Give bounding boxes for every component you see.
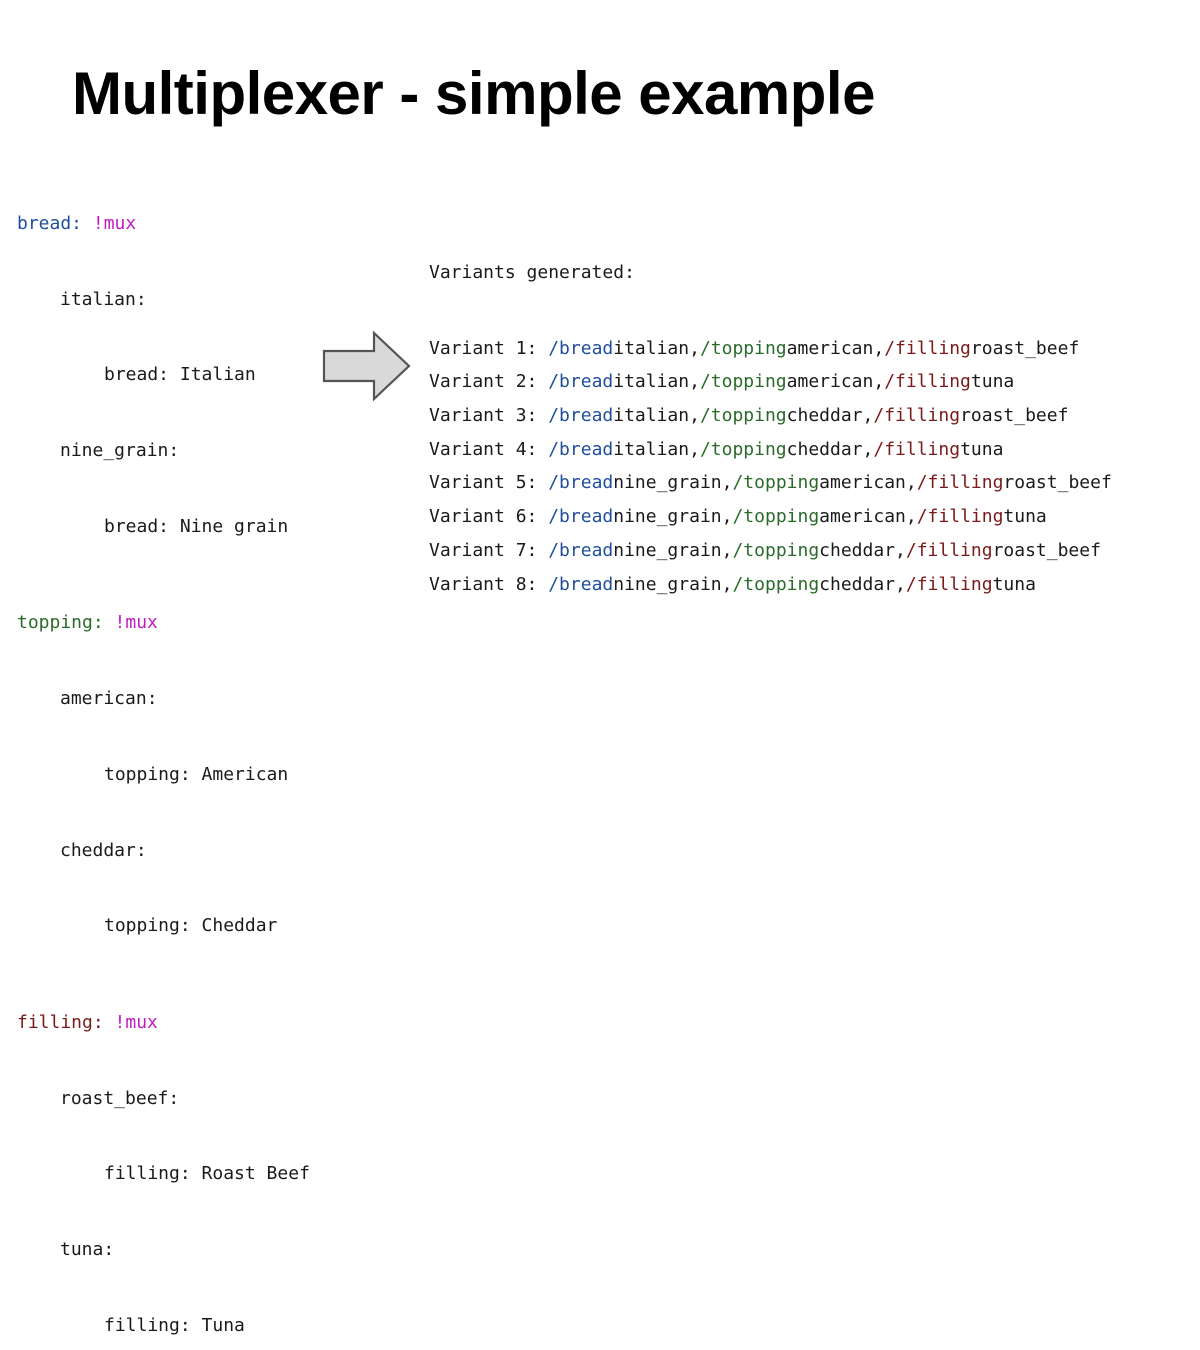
variants-heading: Variants generated: [429, 262, 635, 283]
yaml-bread-key: bread: [17, 213, 83, 234]
variant-bread-value: nine_grain [613, 506, 722, 528]
variant-filling-value: roast_beef [992, 539, 1101, 561]
variant-filling-value: roast_beef [960, 405, 1069, 427]
yaml-filling-mux-tag: !mux [114, 1011, 158, 1033]
yaml-option-name: nine_grain: [60, 440, 180, 462]
variant-bread-value: italian [613, 405, 690, 427]
variant-topping-value: cheddar [819, 573, 896, 595]
yaml-option-value: bread: Nine grain [104, 515, 289, 537]
yaml-option-value: filling: Roast Beef [104, 1163, 310, 1185]
variant-label: Variant 8: [429, 573, 538, 595]
variant-label: Variant 1: [429, 337, 538, 359]
yaml-filling-key-line: filling: !mux [17, 1009, 310, 1043]
variant-topping-value: american [819, 472, 906, 494]
variant-filling-value: roast_beef [970, 337, 1080, 359]
yaml-option-value: bread: Italian [104, 364, 256, 386]
variant-filling-value: tuna [1003, 506, 1047, 528]
variant-topping-value: american [819, 506, 906, 528]
variant-label: Variant 5: [429, 472, 538, 494]
right-arrow-shape [322, 330, 411, 402]
variant-bread-path: /bread [548, 573, 614, 595]
variant-filling-path: /filling [905, 539, 993, 561]
yaml-option-name: roast_beef: [60, 1087, 180, 1109]
variant-row: Variant 7: /breadnine_grain,/toppingched… [429, 539, 1101, 561]
variant-label: Variant 7: [429, 539, 538, 561]
variant-topping-path: /topping [732, 506, 820, 528]
yaml-filling-key: filling: [17, 1011, 104, 1033]
yaml-option-value: topping: American [104, 763, 289, 785]
variant-filling-path: /filling [884, 337, 971, 359]
variant-label: Variant 2: [429, 371, 538, 393]
variant-row: Variant 4: /breaditalian,/toppingcheddar… [429, 438, 1004, 460]
yaml-bread-key-line: bread: !mux [17, 210, 310, 244]
variant-bread-value: italian [613, 438, 690, 460]
variant-topping-value: cheddar [786, 405, 863, 427]
variant-topping-value: american [786, 371, 874, 393]
variant-filling-path: /filling [884, 371, 971, 393]
variant-bread-path: /bread [548, 472, 614, 494]
variant-bread-value: italian [613, 371, 690, 393]
variant-topping-path: /topping [732, 472, 820, 494]
variant-topping-value: cheddar [786, 438, 863, 460]
variant-topping-value: american [786, 337, 874, 359]
yaml-topping-key: topping: [17, 612, 104, 634]
variant-bread-path: /bread [548, 371, 614, 393]
variant-topping-path: /topping [732, 539, 820, 561]
variant-row: Variant 2: /breaditalian,/toppingamerica… [429, 371, 1015, 393]
slide-title: Multiplexer - simple example [72, 60, 875, 127]
yaml-option-name: tuna: [60, 1238, 115, 1260]
variant-topping-value: cheddar [819, 539, 896, 561]
variant-topping-path: /topping [699, 371, 787, 393]
yaml-option-name: cheddar: [60, 839, 147, 861]
yaml-topping-mux-tag: !mux [114, 612, 158, 634]
variant-bread-path: /bread [548, 438, 614, 460]
variant-filling-value: tuna [960, 438, 1004, 460]
variant-label: Variant 6: [429, 506, 538, 528]
right-arrow-icon [322, 330, 411, 402]
variant-bread-path: /bread [548, 337, 614, 359]
variant-topping-path: /topping [699, 405, 787, 427]
variant-filling-path: /filling [873, 405, 961, 427]
variant-filling-value: roast_beef [1003, 472, 1112, 494]
variants-list: Variants generated: Variant 1: /breadita… [429, 217, 1112, 625]
variant-rows: Variant 1: /breaditalian,/toppingamerica… [429, 335, 1112, 605]
variant-label: Variant 3: [429, 405, 538, 427]
variant-topping-path: /topping [699, 438, 787, 460]
variant-filling-path: /filling [916, 472, 1004, 494]
variant-bread-value: italian [613, 337, 690, 359]
variant-filling-value: tuna [992, 573, 1036, 595]
variant-row: Variant 6: /breadnine_grain,/toppingamer… [429, 506, 1047, 528]
variant-topping-path: /topping [699, 337, 787, 359]
variant-bread-path: /bread [548, 506, 614, 528]
variant-row: Variant 1: /breaditalian,/toppingamerica… [429, 337, 1080, 359]
variant-bread-path: /bread [548, 539, 614, 561]
variant-filling-path: /filling [873, 438, 961, 460]
variant-bread-value: nine_grain [613, 573, 722, 595]
variant-bread-path: /bread [548, 405, 614, 427]
variant-bread-value: nine_grain [613, 539, 722, 561]
variant-filling-value: tuna [970, 371, 1015, 393]
variant-label: Variant 4: [429, 438, 538, 460]
variant-topping-path: /topping [732, 573, 820, 595]
variant-row: Variant 3: /breaditalian,/toppingcheddar… [429, 405, 1069, 427]
variant-row: Variant 8: /breadnine_grain,/toppingched… [429, 573, 1036, 595]
variant-filling-path: /filling [916, 506, 1004, 528]
variant-bread-value: nine_grain [613, 472, 722, 494]
yaml-option-value: filling: Tuna [104, 1314, 245, 1336]
yaml-option-value: topping: Cheddar [104, 915, 278, 937]
yaml-option-name: italian: [60, 288, 147, 310]
yaml-option-name: american: [60, 688, 158, 710]
variant-row: Variant 5: /breadnine_grain,/toppingamer… [429, 472, 1112, 494]
yaml-bread-mux-tag: !mux [92, 213, 137, 234]
yaml-topping-key-line: topping: !mux [17, 609, 310, 643]
yaml-config-block: bread: !mux italian: bread: Italian nine… [17, 147, 310, 1350]
variant-filling-path: /filling [905, 573, 993, 595]
